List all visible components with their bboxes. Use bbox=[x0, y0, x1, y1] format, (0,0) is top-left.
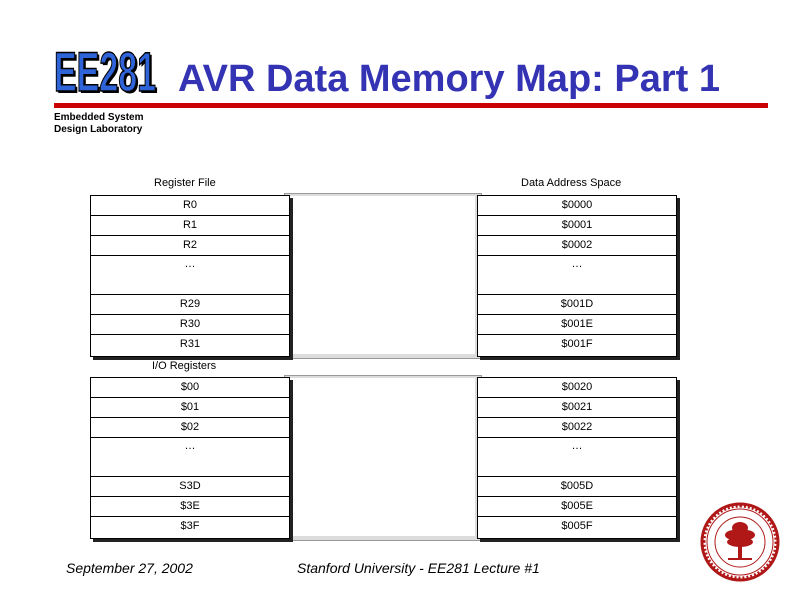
address-row-005f: $005F bbox=[561, 520, 593, 532]
address-row-0020: $0020 bbox=[478, 378, 676, 398]
logo-shadow-text: EE281 bbox=[56, 43, 158, 100]
footer-course: Stanford University - EE281 Lecture #1 bbox=[297, 560, 540, 576]
register-address-table: $0000 $0001 $0002 … $001D $001E $001F bbox=[477, 195, 677, 357]
io-row-3d: S3D bbox=[91, 477, 289, 497]
io-registers-heading: I/O Registers bbox=[152, 360, 217, 372]
register-row-r1: R1 bbox=[91, 216, 289, 236]
register-row-ellipsis: … bbox=[91, 256, 289, 295]
address-row-005d: $005D bbox=[478, 477, 676, 497]
address-row-0001: $0001 bbox=[478, 216, 676, 236]
address-row-001e: $001E bbox=[478, 315, 676, 335]
address-row-0021: $0021 bbox=[478, 398, 676, 418]
register-row-r31: R31 bbox=[179, 338, 201, 350]
footer-date: September 27, 2002 bbox=[66, 560, 193, 576]
register-row-r30: R30 bbox=[91, 315, 289, 335]
io-registers-table: $00 $01 $02 … S3D $3E $3F bbox=[90, 377, 290, 539]
address-row-0002: $0002 bbox=[478, 236, 676, 256]
register-row-r29: R29 bbox=[91, 295, 289, 315]
address-row-005e: $005E bbox=[478, 497, 676, 517]
io-address-row-ellipsis: … bbox=[478, 438, 676, 477]
io-address-table: $0020 $0021 $0022 … $005D $005E $005F bbox=[477, 377, 677, 539]
ee281-logo: EE281 EE281 bbox=[54, 43, 158, 100]
address-row-0000: $0000 bbox=[478, 196, 676, 216]
register-file-table: R0 R1 R2 … R29 R30 R31 bbox=[90, 195, 290, 357]
io-row-02: $02 bbox=[91, 418, 289, 438]
subtitle-line-2: Design Laboratory bbox=[54, 124, 143, 135]
lab-subtitle: Embedded System Design Laboratory bbox=[54, 112, 143, 136]
io-connector-band bbox=[284, 375, 482, 541]
logo-text: EE281 bbox=[54, 43, 156, 100]
address-row-0022: $0022 bbox=[478, 418, 676, 438]
address-row-ellipsis: … bbox=[478, 256, 676, 295]
register-row-r2: R2 bbox=[91, 236, 289, 256]
register-file-heading: Register File bbox=[154, 177, 216, 189]
data-address-space-heading: Data Address Space bbox=[521, 177, 622, 189]
title-rule bbox=[54, 103, 768, 108]
address-row-001f: $001F bbox=[561, 338, 593, 350]
page-title: AVR Data Memory Map: Part 1 bbox=[178, 58, 720, 100]
register-file-connector-band bbox=[284, 193, 482, 359]
stanford-seal-icon bbox=[700, 502, 780, 582]
register-row-r0: R0 bbox=[91, 196, 289, 216]
io-row-3f: $3F bbox=[180, 520, 200, 532]
io-row-01: $01 bbox=[91, 398, 289, 418]
subtitle-line-1: Embedded System bbox=[54, 112, 144, 123]
io-row-ellipsis: … bbox=[91, 438, 289, 477]
address-row-001d: $001D bbox=[478, 295, 676, 315]
io-row-00: $00 bbox=[91, 378, 289, 398]
io-row-3e: $3E bbox=[91, 497, 289, 517]
